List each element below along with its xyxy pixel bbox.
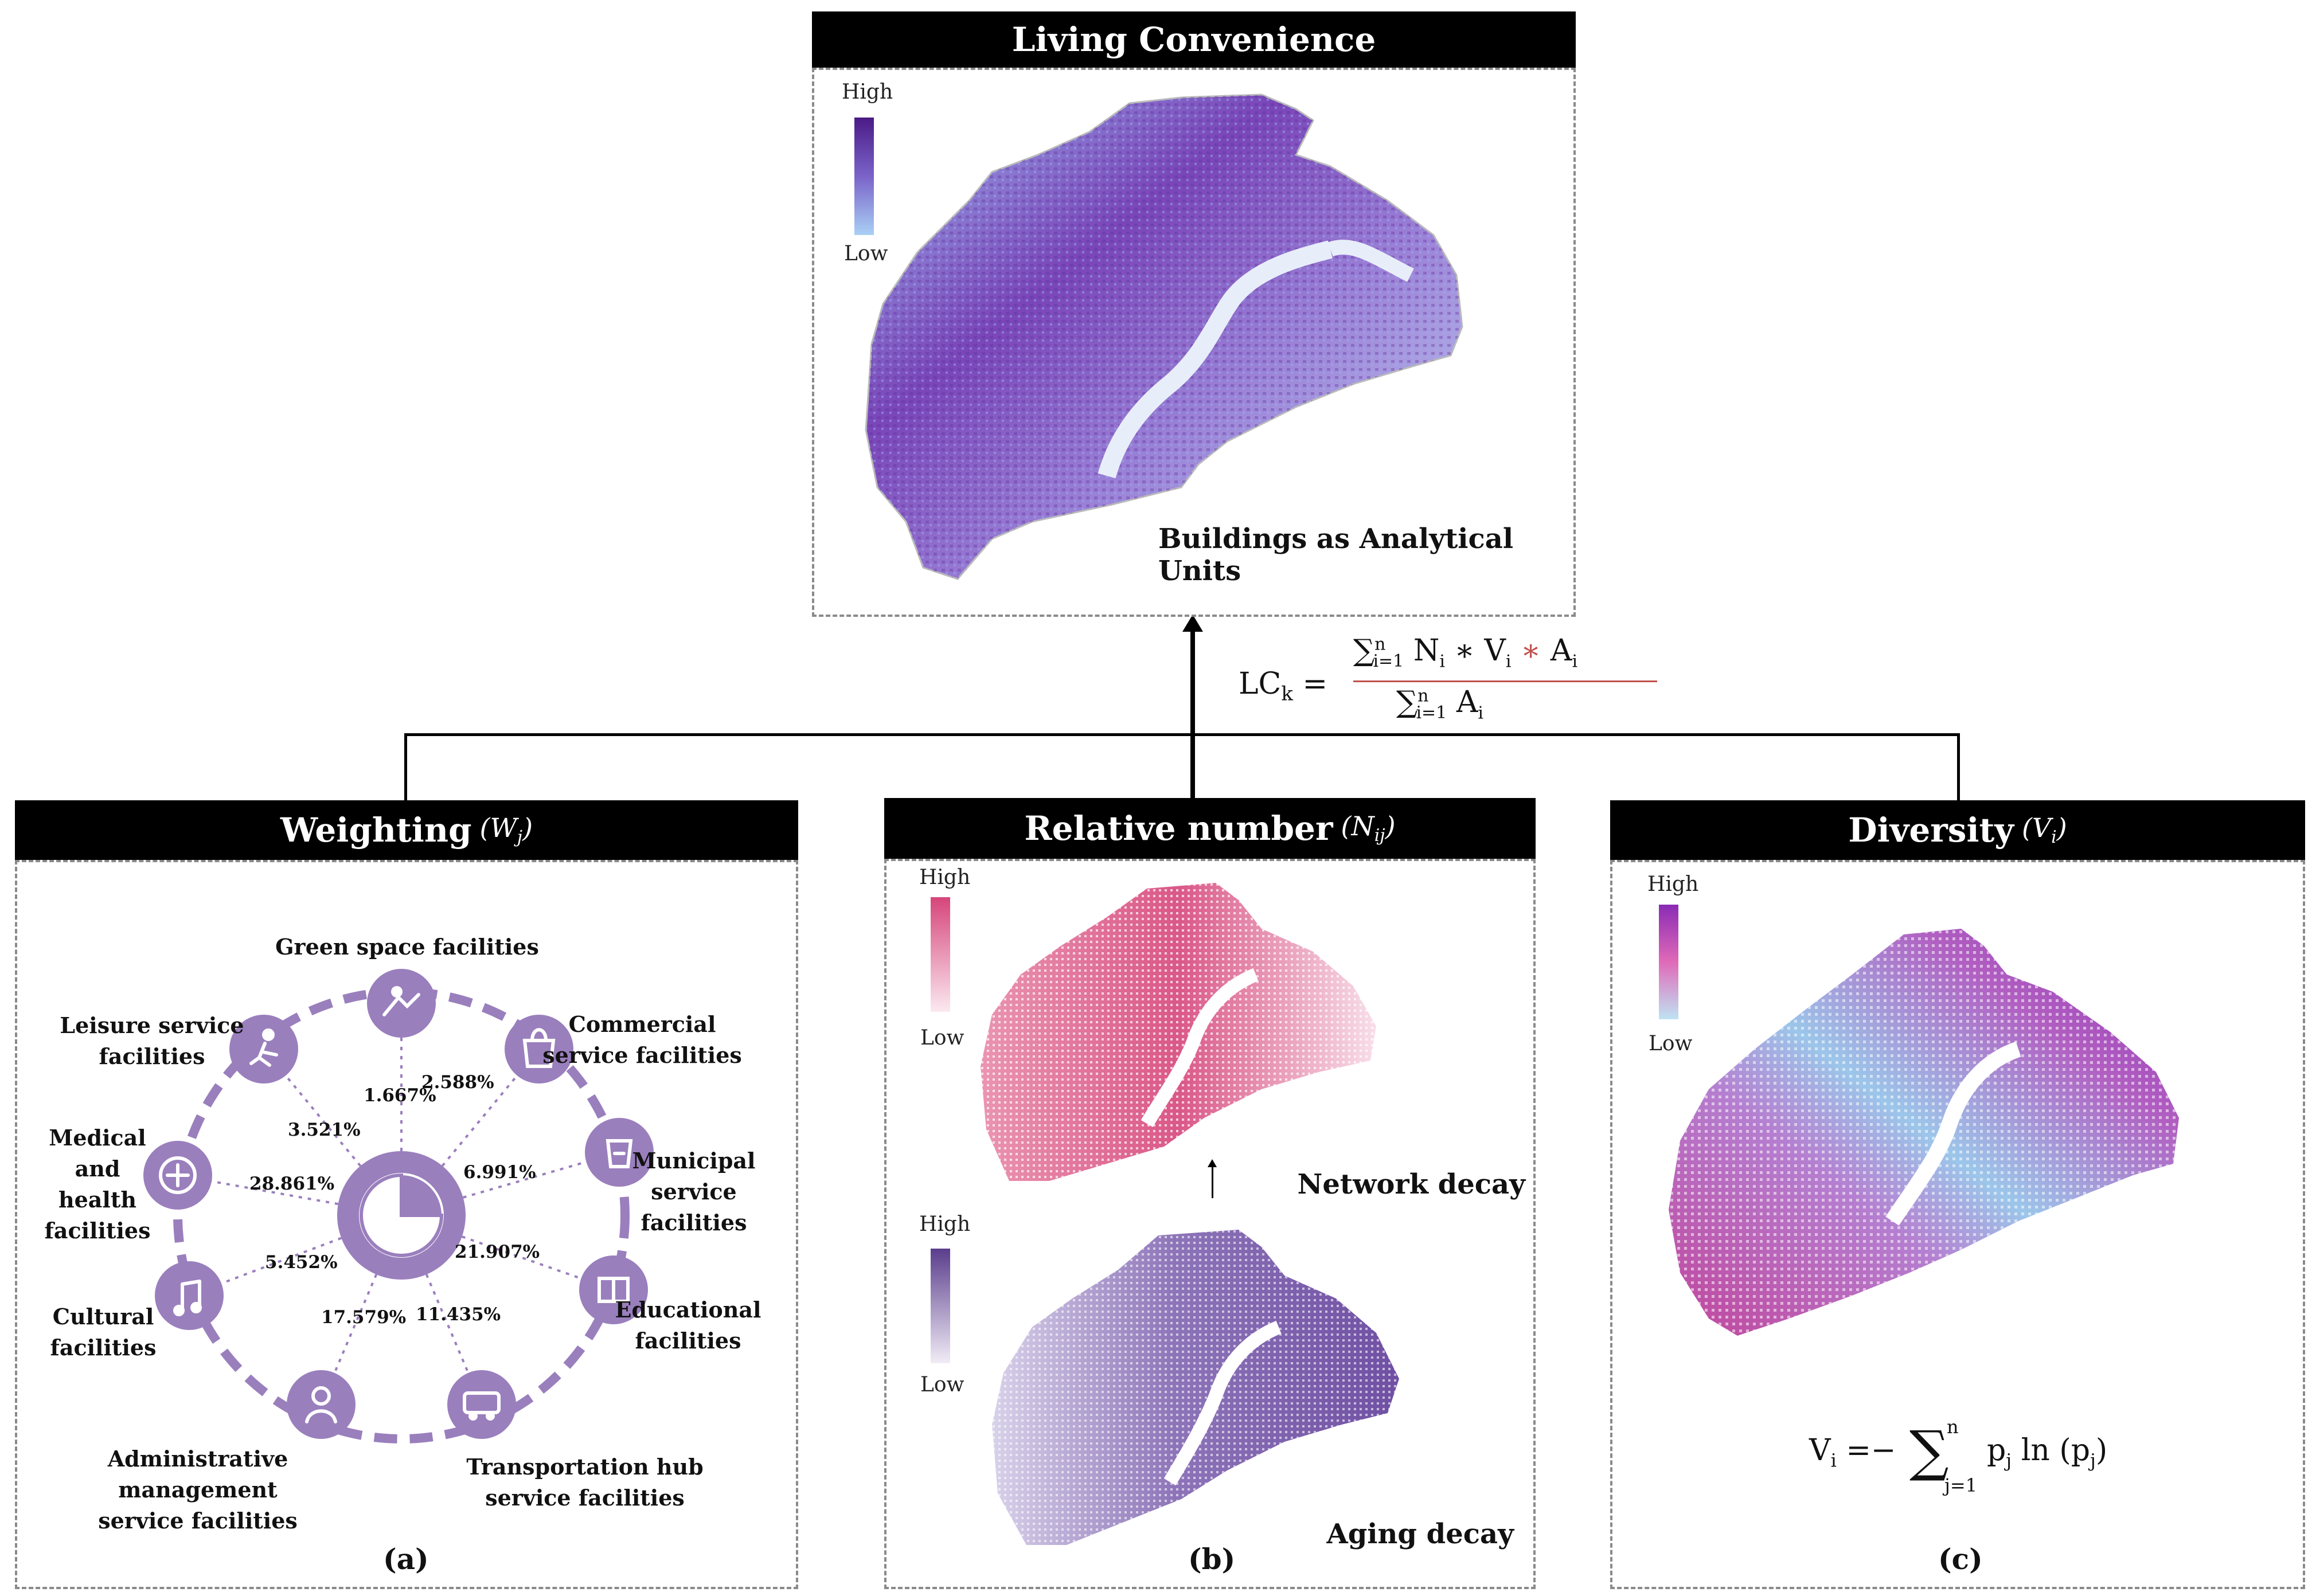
pct-transport: 11.435% bbox=[416, 1304, 501, 1325]
pct-educational: 21.907% bbox=[455, 1242, 540, 1262]
top-legend-high: High bbox=[842, 80, 893, 104]
weighting-wheel bbox=[143, 969, 654, 1444]
buildings-caption: Buildings as Analytical Units bbox=[1158, 523, 1514, 587]
relative-number-title: Relative number bbox=[1024, 809, 1333, 848]
aging-decay-label: Aging decay bbox=[1326, 1518, 1514, 1550]
pct-medical: 28.861% bbox=[249, 1173, 335, 1194]
diversity-legend-gradient bbox=[1659, 905, 1678, 1019]
diversity-title: Diversity bbox=[1848, 811, 2014, 850]
diversity-symbol: (Vi) bbox=[2021, 812, 2067, 848]
connector-right-drop bbox=[1957, 733, 1960, 801]
arrow-up-head bbox=[1208, 1159, 1217, 1167]
aging-legend-low: Low bbox=[920, 1373, 964, 1396]
relative-number-header: Relative number (Nij) bbox=[884, 798, 1536, 859]
arrow-up-icon bbox=[1212, 1164, 1213, 1198]
bus-icon bbox=[447, 1370, 516, 1439]
pct-green: 1.667% bbox=[364, 1085, 436, 1106]
diversity-legend-low: Low bbox=[1649, 1032, 1693, 1055]
pct-admin: 17.579% bbox=[321, 1307, 407, 1328]
pct-leisure: 3.521% bbox=[288, 1120, 361, 1140]
diversity-legend-high: High bbox=[1647, 873, 1699, 896]
label-green-space: Green space facilities bbox=[275, 934, 539, 960]
weighting-symbol: (Wj) bbox=[479, 812, 533, 848]
relative-number-panel bbox=[884, 859, 1536, 1589]
diversity-header: Diversity (Vi) bbox=[1610, 800, 2305, 860]
weighting-title: Weighting bbox=[280, 811, 472, 850]
diversity-panel bbox=[1610, 860, 2305, 1589]
network-legend-low: Low bbox=[920, 1026, 964, 1050]
living-convenience-header: Living Convenience bbox=[812, 11, 1576, 68]
network-legend-gradient bbox=[931, 897, 950, 1012]
weighting-header: Weighting (Wj) bbox=[15, 800, 798, 860]
network-decay-label: Network decay bbox=[1297, 1168, 1526, 1200]
diversity-formula: Vi =− ∑ n j=1 pj ln (pj) bbox=[1809, 1416, 2108, 1496]
lc-numerator: ∑ni=1 Ni ∗ Vi ∗ Ai bbox=[1353, 633, 1578, 672]
pct-municipal: 6.991% bbox=[463, 1162, 536, 1183]
network-legend-high: High bbox=[919, 866, 971, 889]
weighting-panel bbox=[15, 860, 798, 1589]
shopping-bag-icon bbox=[505, 1015, 573, 1083]
connector-vertical-main bbox=[1190, 622, 1195, 800]
relative-number-symbol: (Nij) bbox=[1341, 811, 1396, 846]
pct-cultural: 5.452% bbox=[265, 1252, 338, 1273]
connector-left-drop bbox=[404, 733, 407, 801]
music-note-icon bbox=[155, 1261, 224, 1330]
top-legend-gradient bbox=[854, 118, 874, 235]
network-decay-map bbox=[981, 883, 1376, 1181]
caption-b: (b) bbox=[1188, 1542, 1236, 1576]
tree-icon bbox=[367, 969, 436, 1038]
connector-horizontal bbox=[404, 733, 1960, 736]
lc-formula: LCk = ∑ni=1 Ni ∗ Vi ∗ Ai ∑ni=1 Ai bbox=[1239, 633, 1657, 737]
caption-a: (a) bbox=[383, 1542, 429, 1576]
top-legend-low: Low bbox=[844, 242, 888, 265]
aging-decay-map bbox=[992, 1230, 1399, 1545]
diversity-map bbox=[1669, 929, 2179, 1336]
living-convenience-panel bbox=[812, 68, 1576, 617]
lc-denominator: ∑ni=1 Ai bbox=[1396, 685, 1483, 723]
aging-legend-high: High bbox=[919, 1212, 971, 1236]
lc-fraction-bar bbox=[1353, 680, 1657, 682]
pct-commercial: 2.588% bbox=[421, 1072, 494, 1093]
arrow-head-up-icon bbox=[1182, 615, 1203, 632]
diversity-sum-icon: ∑ bbox=[1909, 1419, 1949, 1483]
living-convenience-map bbox=[865, 93, 1463, 580]
living-convenience-title: Living Convenience bbox=[1011, 20, 1376, 59]
aging-legend-gradient bbox=[931, 1249, 950, 1363]
lc-lhs: LCk = bbox=[1239, 667, 1328, 706]
caption-c: (c) bbox=[1938, 1542, 1983, 1576]
